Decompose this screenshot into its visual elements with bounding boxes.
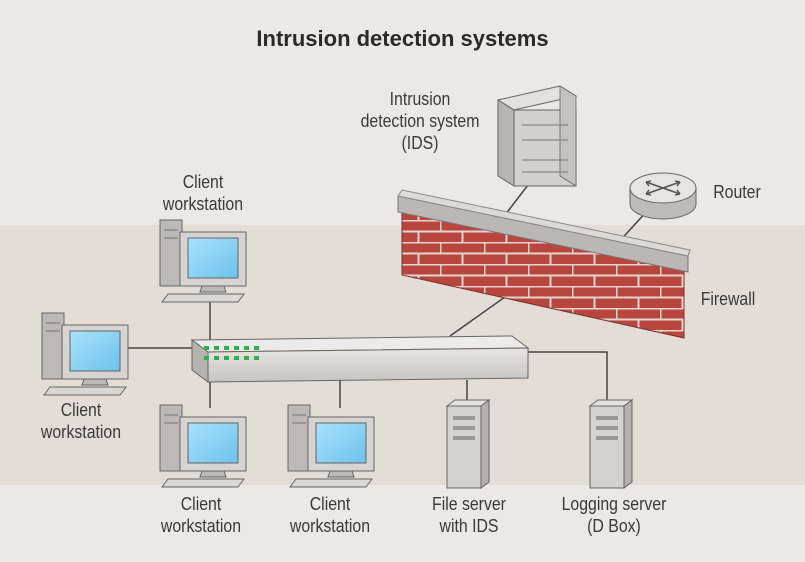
logging-server-icon: [588, 399, 634, 489]
router-icon: [629, 172, 697, 220]
client-workstation-icon: [159, 404, 247, 488]
file-server-label: File server with IDS: [432, 494, 506, 536]
client-bottom1-label: Client workstation: [160, 494, 242, 536]
client-workstation-icon: [287, 404, 375, 488]
client-workstation-icon: [41, 312, 129, 396]
client-bottom2-label: Client workstation: [289, 494, 371, 536]
firewall-icon: [397, 189, 691, 339]
router-label: Router: [713, 182, 761, 202]
client-left-label: Client workstation: [40, 400, 122, 442]
file-server-icon: [445, 399, 491, 489]
diagram-title: Intrusion detection systems: [256, 26, 549, 51]
ids-label: Intrusion detection system (IDS): [360, 89, 480, 153]
background-bottom: [0, 485, 805, 562]
network-hub-icon: [190, 335, 530, 383]
firewall-label: Firewall: [700, 289, 756, 309]
logging-server-label: Logging server (D Box): [561, 494, 667, 536]
client-workstation-icon: [159, 219, 247, 303]
ids-server-icon: [496, 85, 578, 187]
client-top-label: Client workstation: [162, 172, 244, 214]
